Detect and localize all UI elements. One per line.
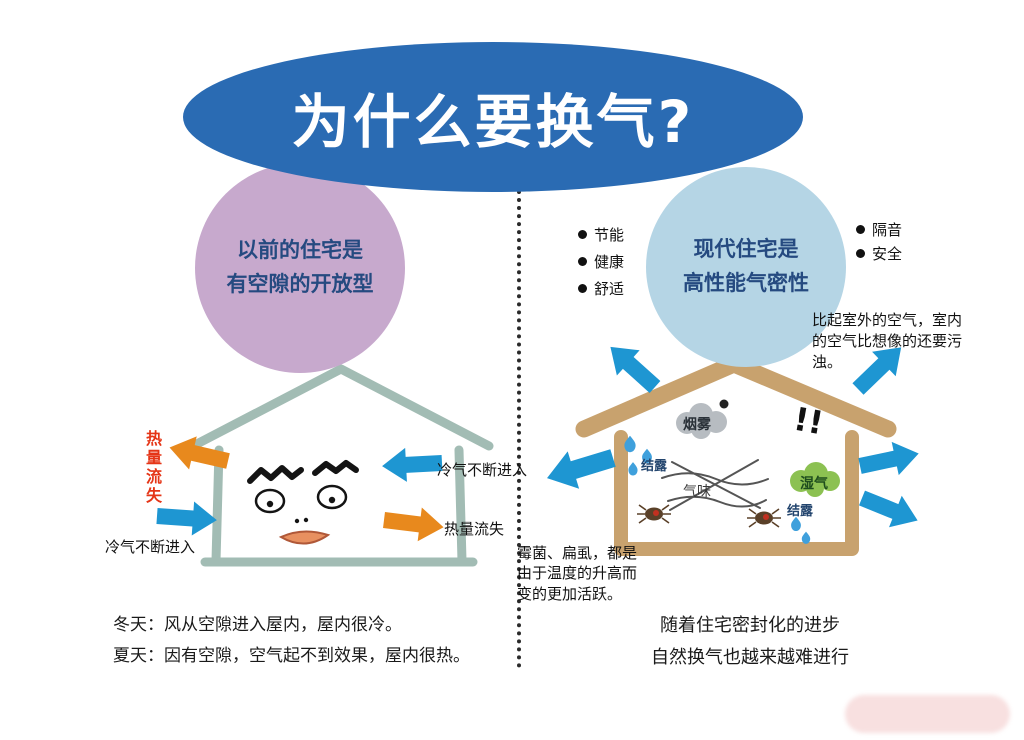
feature-label: 隔音 — [872, 221, 903, 239]
caption-line-summer: 夏天：因有空隙，空气起不到效果，屋内很热。 — [113, 645, 470, 666]
condensation-drops-right-icon — [791, 516, 811, 544]
cold-enter-label-left: 冷气不断进入 — [105, 538, 196, 556]
dotted-divider — [517, 190, 521, 668]
air-leak-arrow-icon — [855, 482, 924, 537]
right-house-outline — [575, 355, 897, 556]
feature-label: 安全 — [872, 245, 903, 263]
left-house-arrows — [155, 430, 446, 545]
feature-bullet-soundproof: 隔音 — [856, 219, 902, 240]
heat-loss-label-right: 热量流失 — [444, 520, 505, 538]
humidity-label: 湿气 — [800, 476, 828, 492]
feature-bullet-health: 健康 — [578, 251, 624, 272]
condensation-label-right: 结露 — [787, 504, 814, 519]
left-house-face — [247, 460, 359, 545]
old-house-topic-circle: 以前的住宅是 有空隙的开放型 — [195, 163, 405, 373]
mite-icon — [637, 504, 671, 524]
title-banner: 为什么要换气? — [183, 42, 803, 192]
air-leak-arrow-icon — [541, 439, 619, 497]
condensation-label-left: 结露 — [641, 459, 668, 474]
bullet-dot-icon — [856, 249, 865, 258]
smoke-cloud-icon — [676, 399, 729, 439]
feature-label: 健康 — [594, 253, 625, 271]
caption-line-sealing: 随着住宅密封化的进步 — [660, 615, 840, 636]
indoor-air-note: 比起室外的空气，室内的空气比想像的还要污浊。 — [812, 311, 963, 371]
caption-line-ventilation: 自然换气也越来越难进行 — [651, 647, 849, 669]
humidity-cloud-icon — [790, 462, 840, 497]
left-caption: 冬天：风从空隙进入屋内，屋内很冷。 夏天：因有空隙，空气起不到效果，屋内很热。 — [113, 610, 470, 671]
heat-out-arrow-icon — [381, 503, 446, 545]
smoke-label: 烟雾 — [683, 417, 711, 433]
cold-enter-label-right: 冷气不断进入 — [437, 461, 528, 479]
modern-house-title-line1: 现代住宅是 — [693, 237, 799, 262]
heat-loss-label-left: 热量流失 — [143, 430, 162, 506]
cold-in-arrow-icon — [381, 446, 443, 484]
odor-scribbles — [661, 459, 769, 511]
odor-label: 气味 — [683, 484, 711, 500]
page-title: 为什么要换气? — [291, 88, 695, 156]
old-house-title-line1: 以前的住宅是 — [237, 238, 363, 263]
feature-bullet-comfort: 舒适 — [578, 278, 624, 299]
feature-label: 节能 — [594, 226, 625, 244]
bullet-dot-icon — [578, 284, 587, 293]
cold-in-arrow-icon — [155, 499, 219, 538]
left-house-outline — [188, 364, 494, 567]
caption-line-winter: 冬天：风从空隙进入屋内，屋内很冷。 — [113, 615, 402, 635]
old-house-title-line2: 有空隙的开放型 — [226, 272, 374, 296]
mold-mite-note: 霉菌、扁虱，都是由于温度的升高而变的更加活跃。 — [517, 544, 638, 603]
bullet-dot-icon — [578, 230, 587, 239]
right-caption: 随着住宅密封化的进步 自然换气也越来越难进行 — [585, 610, 915, 675]
bullet-dot-icon — [856, 225, 865, 234]
air-leak-arrow-icon — [856, 436, 923, 483]
mite-icon — [747, 508, 781, 528]
bullet-dot-icon — [578, 257, 587, 266]
watermark — [845, 695, 1010, 733]
feature-label: 舒适 — [594, 280, 625, 298]
modern-house-topic-circle: 现代住宅是 高性能气密性 — [646, 167, 846, 367]
feature-bullet-safety: 安全 — [856, 243, 902, 264]
feature-bullet-energy: 节能 — [578, 224, 624, 245]
modern-house-title-line2: 高性能气密性 — [683, 271, 809, 295]
